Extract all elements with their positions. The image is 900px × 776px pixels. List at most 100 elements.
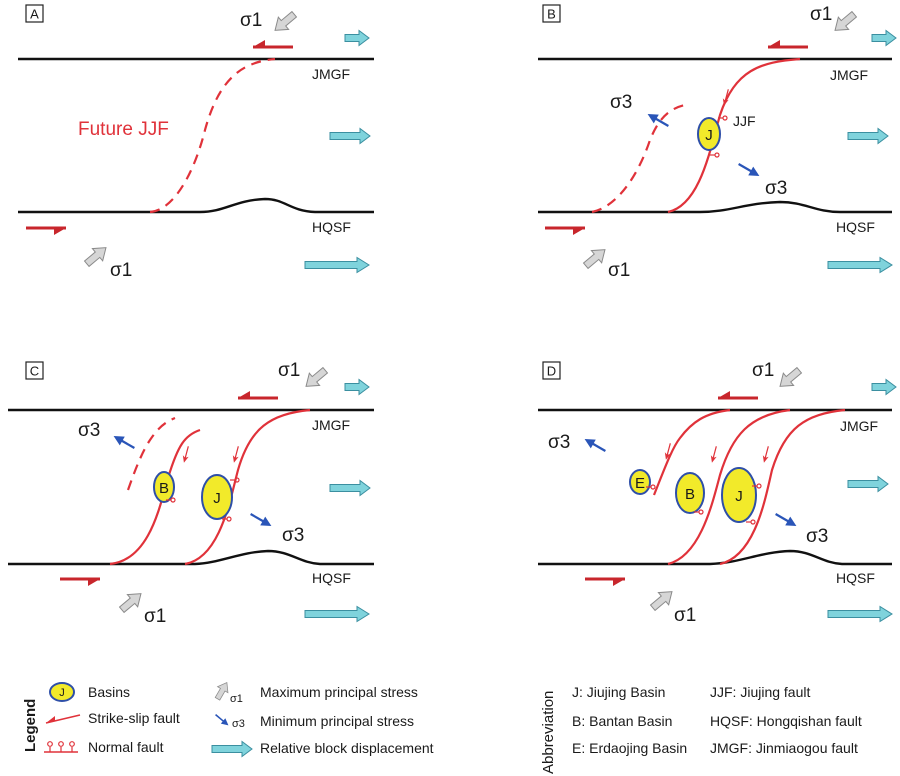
strike-slip-arrow-bottom-b — [543, 226, 587, 237]
strike-slip-arrow-bottom-c — [58, 577, 102, 588]
sigma3-right-c-label: σ3 — [282, 525, 304, 546]
displacement-arrow-mid-a — [329, 128, 371, 144]
sigma3-left-d-label: σ3 — [548, 432, 570, 453]
legend-sigma1-symbol: σ1 — [230, 693, 243, 705]
displacement-arrow-mid-c — [329, 480, 371, 496]
panel-b: B J JJF σ1 σ1 σ3 σ3 JMGF HQSF — [538, 4, 897, 281]
abbr-jjf: JJF: Jiujing fault — [710, 684, 810, 700]
jmgf-label-a: JMGF — [312, 66, 350, 82]
displacement-arrow-top-a — [344, 30, 370, 46]
legend-displacement-arrow — [211, 741, 253, 757]
basin-b-d — [675, 472, 705, 514]
fault-d-left — [652, 408, 731, 496]
legend-normal-fault-symbol — [44, 741, 78, 753]
hqsf-line-c — [8, 549, 374, 566]
displacement-arrow-bottom-d — [827, 606, 893, 622]
panel-c-label-box — [25, 361, 44, 380]
sigma3-arrow-right-b — [735, 158, 763, 182]
displacement-arrow-bottom-a — [304, 257, 370, 273]
sigma3-right-b-label: σ3 — [765, 178, 787, 199]
sigma3-arrow-left-c — [110, 430, 138, 454]
hqsf-line-a — [18, 197, 374, 214]
hqsf-label-a: HQSF — [312, 219, 351, 235]
strike-slip-arrow-bottom-a — [24, 226, 68, 237]
basin-j-d — [721, 467, 757, 523]
legend-sigma3-arrow — [212, 711, 232, 729]
abbr-e: E: Erdaojing Basin — [572, 740, 687, 756]
normal-fault-tick-b1 — [709, 152, 720, 158]
sigma1-bottom-a-label: σ1 — [110, 260, 132, 281]
sigma3-right-d-label: σ3 — [806, 526, 828, 547]
basin-b-c-label: B — [159, 480, 169, 497]
strike-slip-arrow-bottom-d — [583, 577, 627, 588]
sigma1-top-d-label: σ1 — [752, 360, 774, 381]
panel-b-label: B — [547, 7, 556, 22]
fault-d-mid — [667, 408, 791, 566]
basin-b-c — [153, 471, 175, 503]
panel-d: D E B J σ1 σ1 σ3 σ3 JMGF HQSF — [538, 360, 897, 626]
slip-arrow-c2 — [230, 444, 242, 465]
sigma1-arrow-top-d — [774, 363, 805, 393]
sigma1-arrow-bottom-c — [116, 587, 147, 617]
sigma3-arrow-right-c — [247, 508, 275, 532]
legend-min-stress-label: Minimum principal stress — [260, 713, 414, 729]
sigma1-top-c-label: σ1 — [278, 360, 300, 381]
legend-displacement-label: Relative block displacement — [260, 740, 434, 756]
strike-slip-arrow-top-b — [766, 38, 810, 49]
sigma3-arrow-right-d — [772, 508, 800, 532]
jmgf-label-b: JMGF — [830, 67, 868, 83]
fault-c-right — [184, 408, 311, 566]
legend-basins-label: Basins — [88, 684, 130, 700]
strike-slip-arrow-top-c — [236, 389, 280, 400]
sigma1-arrow-top-b — [829, 7, 860, 37]
displacement-arrow-bottom-c — [304, 606, 370, 622]
panel-d-label-box — [542, 361, 561, 380]
strike-slip-arrow-top-d — [716, 389, 760, 400]
normal-fault-tick-d3 — [745, 519, 756, 525]
sigma1-arrow-top-a — [269, 7, 300, 37]
legend: Legend J Basins Strike-slip fault Normal… — [22, 679, 434, 757]
strike-slip-arrow-top-a — [251, 38, 295, 49]
future-jjf-label: Future JJF — [78, 119, 169, 140]
sigma1-arrow-bottom-d — [647, 585, 678, 615]
legend-basin-symbol — [49, 682, 75, 702]
slip-arrow-d2 — [708, 444, 720, 465]
slip-arrow-c1 — [180, 444, 192, 465]
basin-j-b-label: J — [705, 127, 713, 144]
abbr-hqsf: HQSF: Hongqishan fault — [710, 713, 862, 729]
panel-a-label-box — [25, 4, 44, 23]
sigma3-left-c-label: σ3 — [78, 420, 100, 441]
sigma1-top-b-label: σ1 — [810, 4, 832, 25]
jjf-fault-b — [667, 57, 801, 214]
panel-a: A Future JJF σ1 σ1 JMGF HQSF — [18, 4, 374, 281]
legend-strike-slip-label: Strike-slip fault — [88, 710, 180, 726]
jmgf-label-c: JMGF — [312, 417, 350, 433]
future-fault-c — [126, 416, 176, 491]
sigma3-left-b-label: σ3 — [610, 92, 632, 113]
sigma1-bottom-c-label: σ1 — [144, 606, 166, 627]
sigma3-arrow-left-d — [581, 433, 609, 457]
displacement-arrow-top-d — [871, 379, 897, 395]
hqsf-line-d — [538, 549, 892, 566]
legend-strike-slip-symbol — [45, 714, 81, 724]
basin-b-d-label: B — [685, 486, 695, 503]
displacement-arrow-top-b — [871, 30, 897, 46]
displacement-arrow-mid-d — [847, 476, 889, 492]
panel-a-label: A — [30, 7, 39, 22]
abbr-jmgf: JMGF: Jinmiaogou fault — [710, 740, 858, 756]
sigma1-bottom-d-label: σ1 — [674, 605, 696, 626]
displacement-arrow-bottom-b — [827, 257, 893, 273]
slip-arrow-d3 — [760, 444, 772, 465]
panel-d-label: D — [547, 364, 556, 379]
hqsf-label-d: HQSF — [836, 570, 875, 586]
legend-title: Legend — [22, 699, 39, 752]
hqsf-label-c: HQSF — [312, 570, 351, 586]
panel-b-label-box — [542, 4, 561, 23]
legend-sigma3-symbol: σ3 — [232, 718, 245, 730]
jmgf-label-d: JMGF — [840, 418, 878, 434]
panel-c-label: C — [30, 364, 39, 379]
sigma1-arrow-bottom-b — [580, 243, 611, 273]
abbr-b: B: Bantan Basin — [572, 713, 672, 729]
sigma1-arrow-bottom-a — [81, 241, 112, 271]
